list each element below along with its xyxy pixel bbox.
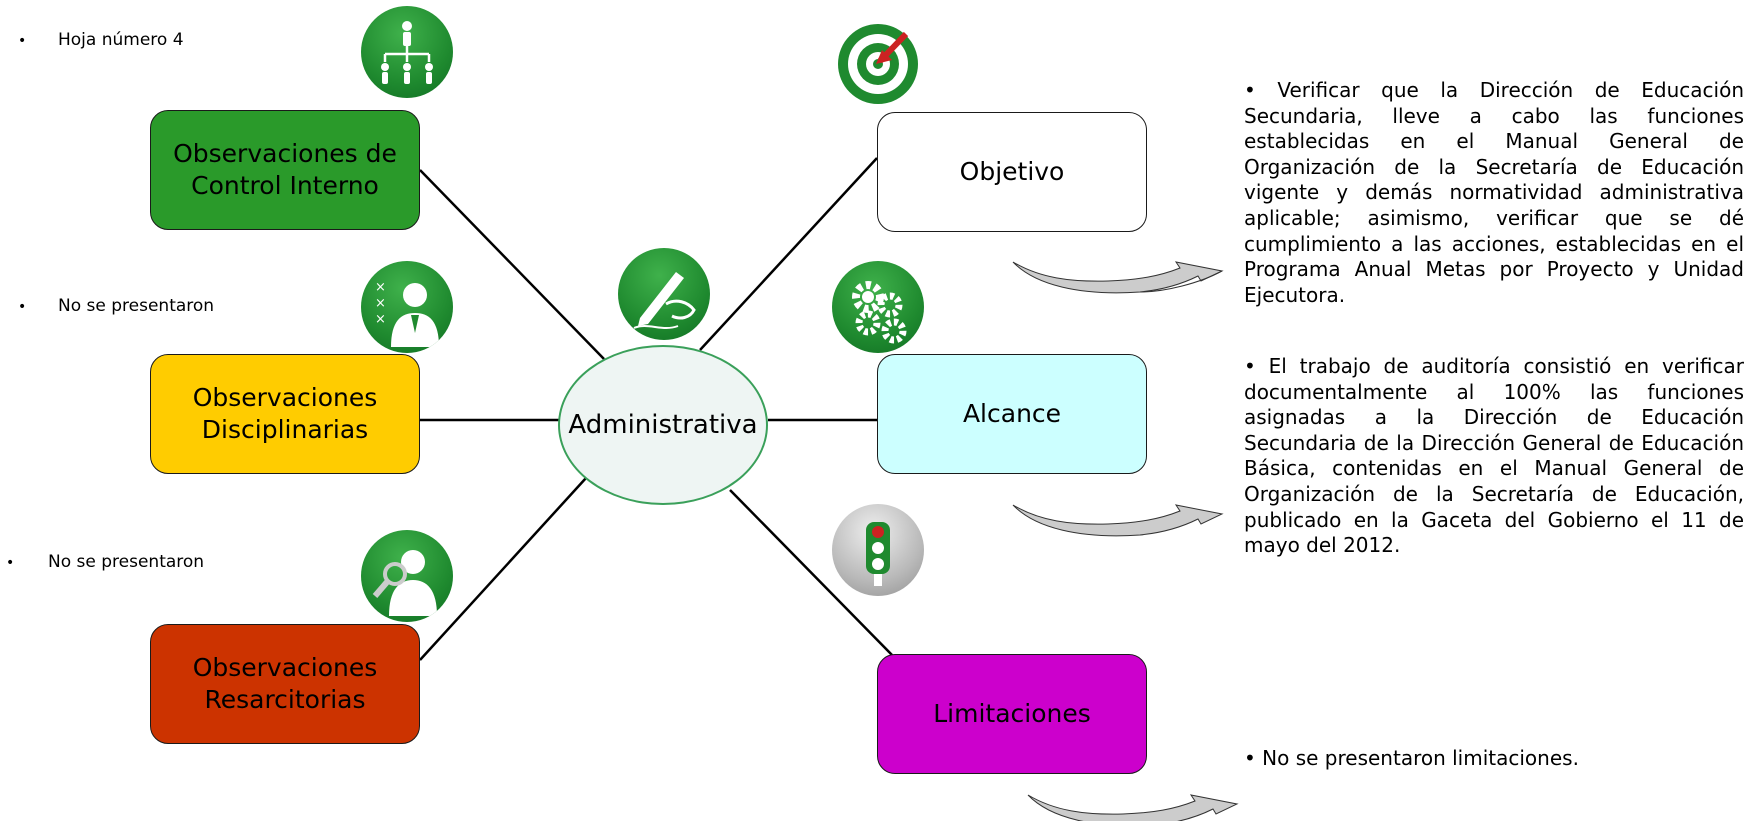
note-text: No se presentaron — [58, 296, 215, 316]
svg-text:×: × — [375, 280, 386, 295]
curved-arrow-limitaciones — [1027, 794, 1239, 821]
center-label: Administrativa — [568, 410, 758, 440]
note-control-interno: • Hoja número 4 — [18, 30, 184, 50]
description-objetivo: • Verificar que la Dirección de Educació… — [1244, 78, 1744, 307]
connector-objetivo — [699, 157, 878, 351]
description-alcance: • El trabajo de auditoría consistió en v… — [1244, 354, 1744, 558]
note-bullet: • — [18, 33, 27, 49]
svg-text:×: × — [375, 296, 386, 311]
box-objetivo: Objetivo — [877, 112, 1147, 232]
target-icon — [832, 14, 924, 106]
person-checklist-icon: × × × — [361, 261, 453, 353]
connector-control-interno — [419, 169, 605, 360]
box-disciplinarias: Observaciones Disciplinarias — [150, 354, 420, 474]
box-limitaciones: Limitaciones — [877, 654, 1147, 774]
note-resarcitorias: • No se presentaron — [6, 552, 204, 572]
connector-limitaciones — [729, 489, 893, 656]
center-node: Administrativa — [558, 345, 768, 505]
traffic-light-icon — [832, 504, 924, 596]
curved-arrow-alcance — [1012, 504, 1224, 537]
description-limitaciones: • No se presentaron limitaciones. — [1244, 746, 1579, 770]
note-bullet: • — [6, 555, 15, 571]
note-disciplinarias: • No se presentaron — [18, 296, 214, 316]
curved-arrow-objetivo — [1012, 261, 1224, 294]
gears-icon — [832, 261, 924, 353]
org-chart-icon — [361, 6, 453, 98]
box-control-interno: Observaciones de Control Interno — [150, 110, 420, 230]
writing-hand-icon — [618, 248, 710, 340]
note-bullet: • — [18, 299, 27, 315]
box-alcance: Alcance — [877, 354, 1147, 474]
person-magnifier-icon — [361, 530, 453, 622]
connector-resarcitorias — [419, 477, 587, 661]
box-resarcitorias: Observaciones Resarcitorias — [150, 624, 420, 744]
svg-text:×: × — [375, 312, 386, 327]
note-text: Hoja número 4 — [58, 30, 184, 50]
note-text: No se presentaron — [48, 552, 205, 572]
